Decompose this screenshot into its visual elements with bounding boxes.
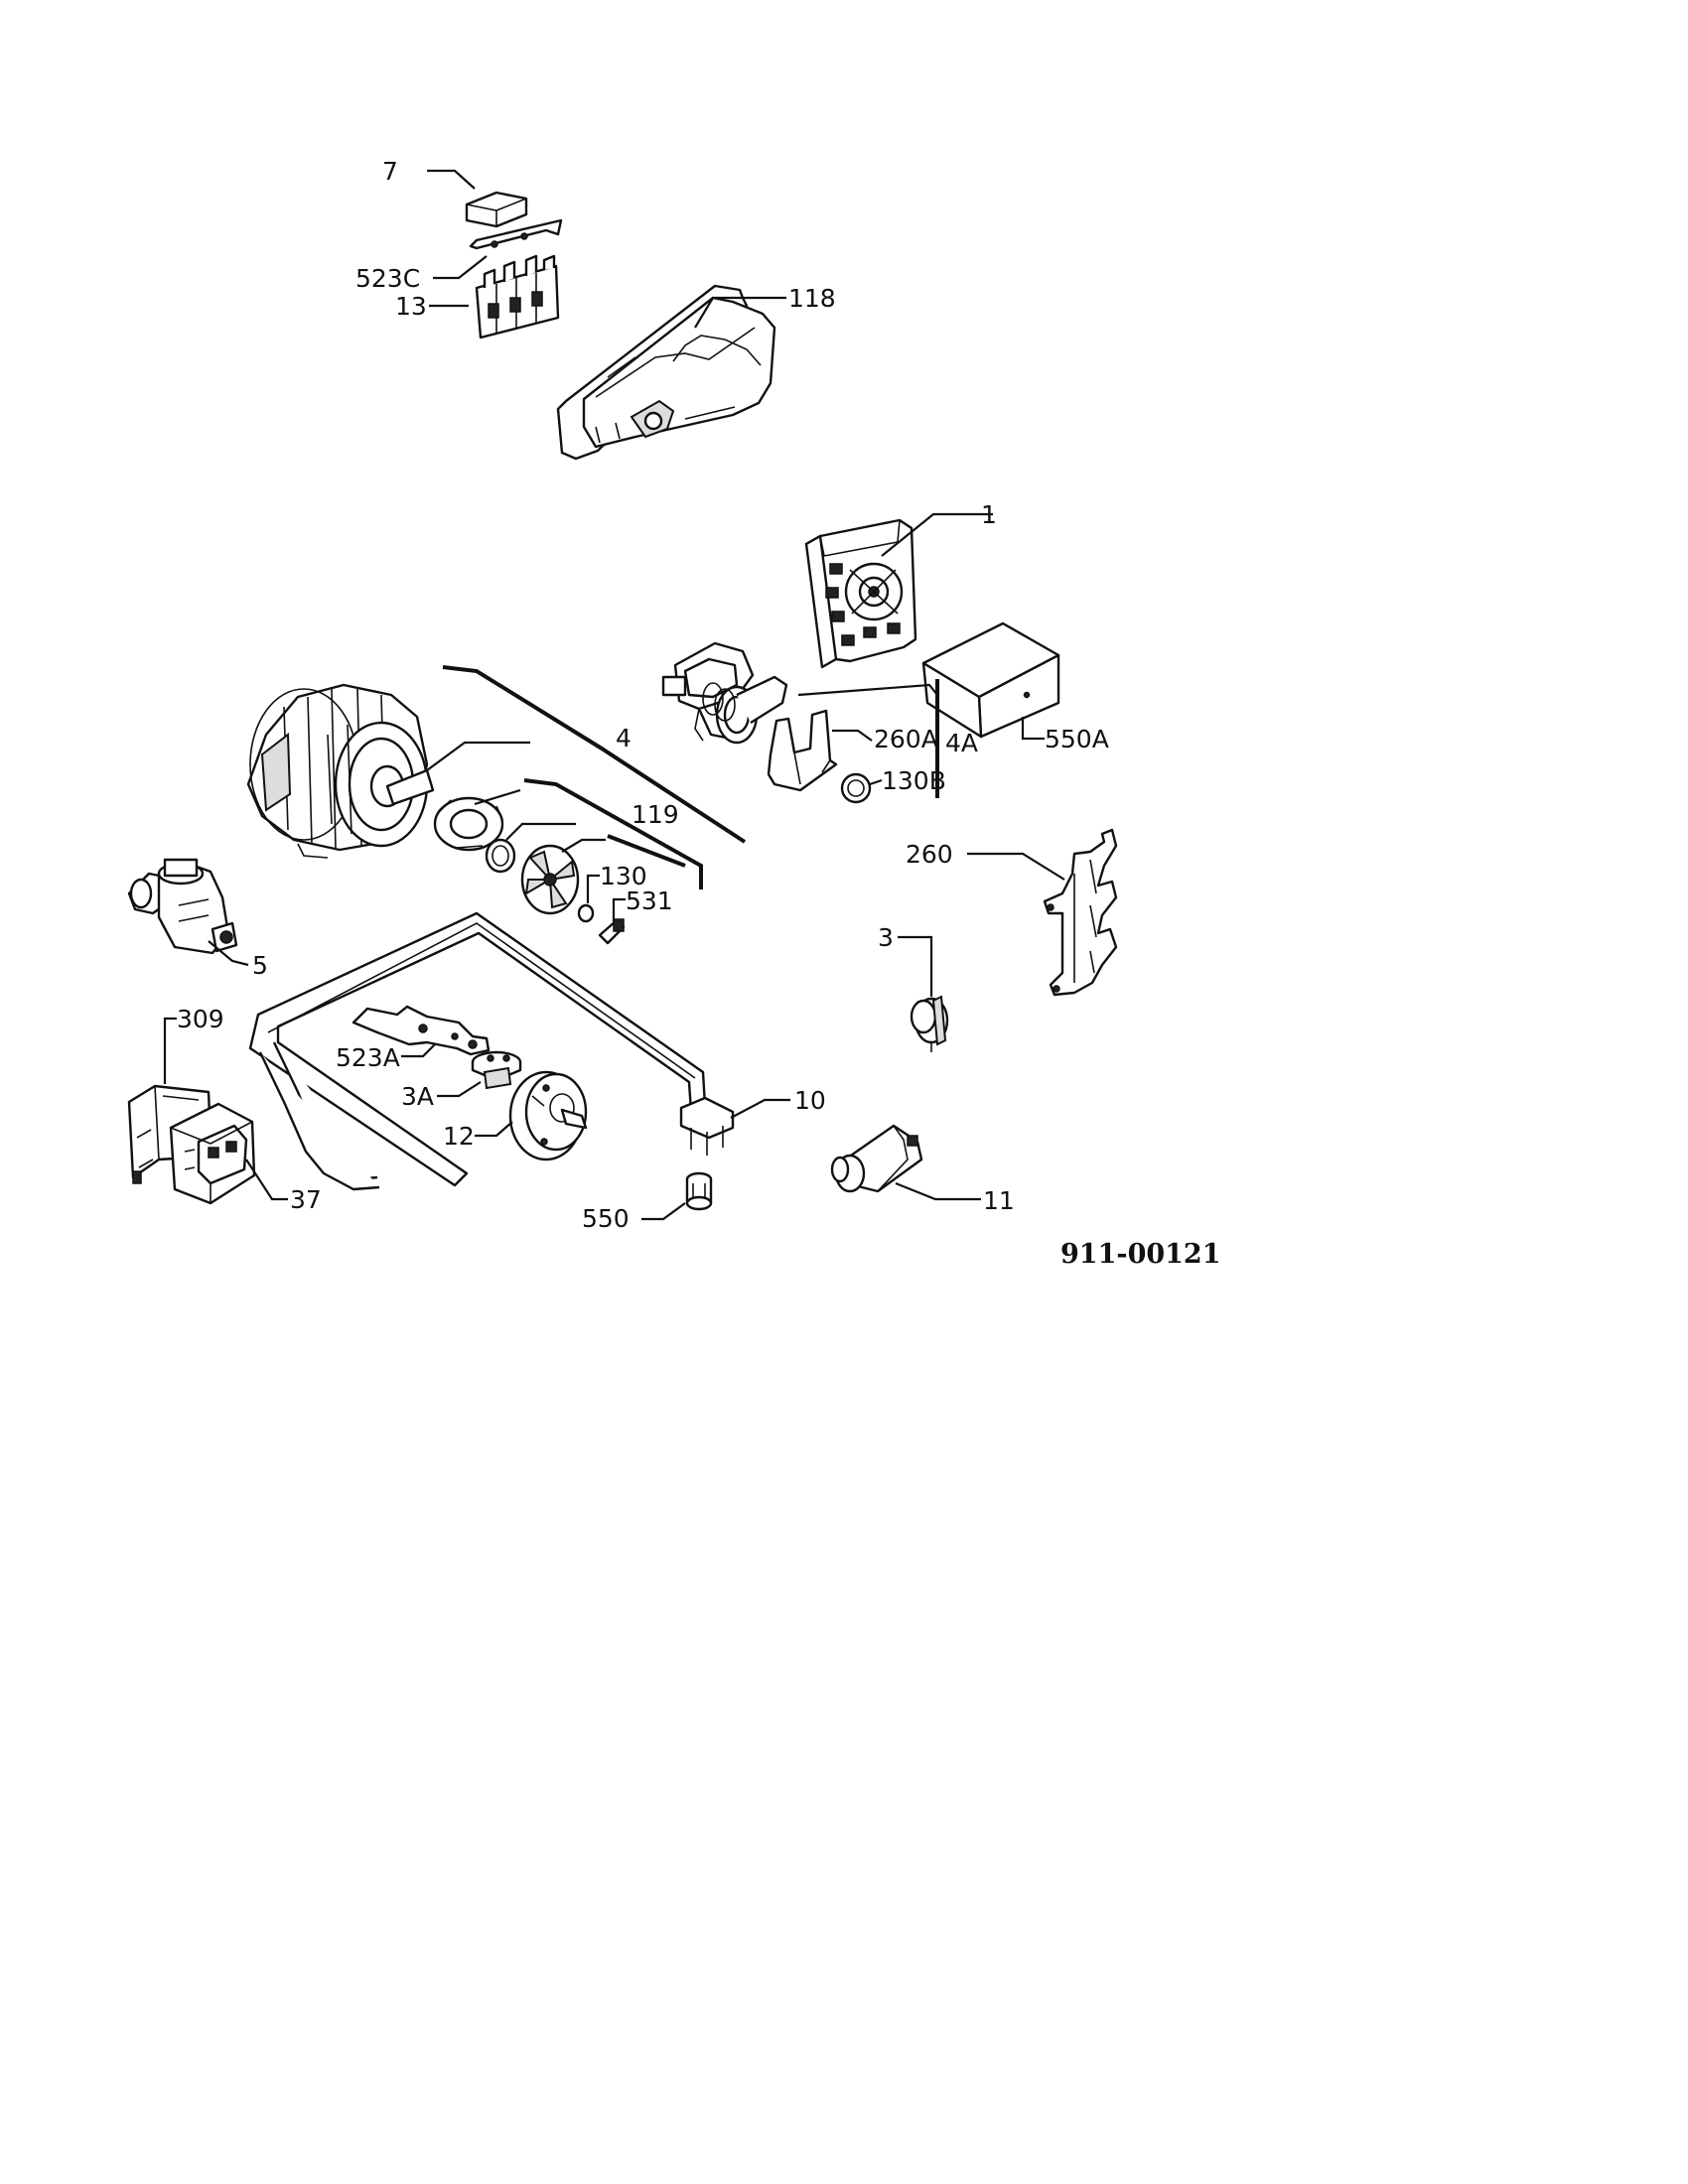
part-523c[interactable] [469, 218, 563, 250]
leader-260a [832, 729, 873, 742]
part-12[interactable] [508, 1070, 588, 1161]
bracket-119 [523, 778, 703, 889]
part-118[interactable] [556, 284, 776, 461]
label-260a: 260A [874, 725, 938, 753]
label-37: 37 [290, 1185, 322, 1214]
part-impeller[interactable] [520, 844, 580, 915]
part-260[interactable] [1043, 828, 1118, 997]
label-3a: 3A [401, 1082, 434, 1111]
leader-12 [475, 1121, 513, 1138]
diagram-code: 911-00121 [1060, 1239, 1221, 1270]
part-550a[interactable] [921, 621, 1060, 739]
label-7: 7 [382, 157, 398, 186]
part-pump-body[interactable] [661, 641, 788, 745]
part-seal-carrier[interactable] [433, 796, 504, 852]
leader-523a [401, 1043, 436, 1058]
leader-3 [898, 935, 933, 997]
label-531: 531 [626, 887, 673, 915]
bracket-4-top [442, 665, 747, 844]
leader-seal-carrier [474, 788, 521, 806]
label-118: 118 [788, 284, 836, 313]
label-309: 309 [177, 1005, 224, 1033]
part-10[interactable] [248, 911, 735, 1191]
leader-550 [641, 1202, 686, 1221]
label-260: 260 [906, 840, 953, 869]
part-130[interactable] [577, 903, 595, 923]
part-550[interactable] [685, 1171, 713, 1211]
label-550a: 550A [1045, 725, 1109, 753]
leader-130 [586, 874, 600, 903]
label-523a: 523A [336, 1043, 400, 1072]
label-4: 4 [616, 724, 632, 752]
part-4-motor[interactable] [246, 683, 435, 859]
part-37[interactable] [169, 1102, 256, 1205]
label-1: 1 [981, 500, 997, 529]
label-119: 119 [632, 800, 679, 829]
leader-260 [967, 852, 1065, 881]
leader-4-motor [426, 741, 530, 771]
leader-10 [730, 1098, 790, 1119]
leader-309 [163, 1017, 177, 1084]
leader-37 [245, 1159, 288, 1201]
leader-523c [433, 255, 488, 280]
label-10: 10 [794, 1086, 826, 1115]
label-4a: 4A [945, 729, 978, 757]
part-11[interactable] [830, 1124, 923, 1193]
bracket-impeller [607, 834, 686, 868]
part-13[interactable] [475, 254, 560, 340]
leader-5 [208, 940, 249, 967]
part-260a[interactable] [767, 709, 838, 792]
part-130b[interactable] [840, 772, 872, 804]
leader-1 [881, 512, 993, 557]
label-13: 13 [395, 292, 427, 321]
part-5[interactable] [127, 858, 238, 955]
leader-3a [437, 1081, 482, 1098]
label-5: 5 [252, 951, 268, 980]
label-11: 11 [983, 1186, 1015, 1215]
leader-impeller [561, 838, 606, 853]
leader-4a-top [797, 683, 938, 697]
part-3a[interactable] [471, 1050, 522, 1090]
part-1[interactable] [804, 518, 917, 669]
part-7[interactable] [465, 191, 528, 228]
part-119-ring[interactable] [485, 838, 516, 874]
label-3: 3 [878, 923, 894, 952]
leader-531 [612, 897, 626, 921]
leader-7 [427, 169, 476, 190]
part-3[interactable] [910, 995, 949, 1052]
label-12: 12 [443, 1122, 475, 1151]
part-523a[interactable] [352, 1005, 491, 1056]
label-523c: 523C [355, 264, 420, 293]
label-550: 550 [582, 1204, 630, 1233]
leader-11 [895, 1181, 981, 1201]
part-531[interactable] [598, 918, 626, 945]
leader-118 [694, 296, 786, 329]
leader-119-ring [505, 822, 576, 841]
leader-130b [869, 778, 883, 786]
label-130: 130 [600, 862, 647, 890]
leader-550a [1021, 717, 1045, 741]
